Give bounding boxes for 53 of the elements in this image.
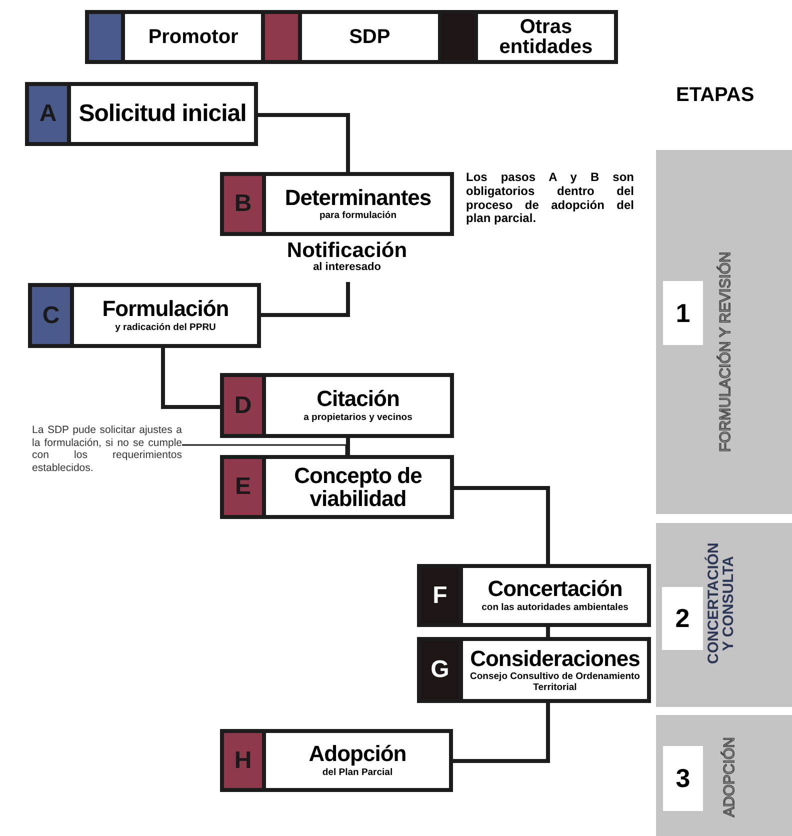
stage-band xyxy=(656,150,792,514)
step-letter: E xyxy=(224,459,266,515)
step-letter: A xyxy=(29,86,71,142)
section-heading: ETAPAS xyxy=(676,84,756,106)
stage-name: ADOPCIÓN xyxy=(722,736,739,820)
step-subtitle: al interesado xyxy=(312,261,382,273)
step-box xyxy=(220,455,454,519)
note-text: La SDP pude solicitar ajustes a la formulación, si no se cumple con los requerimientos establecidos. xyxy=(32,424,182,488)
step-title: Concertación xyxy=(488,577,622,601)
leader-line xyxy=(182,444,347,455)
step-box xyxy=(417,564,651,627)
step-subtitle: para formulación xyxy=(319,211,397,222)
stage-name: CONCERTACIÓN Y CONSULTA xyxy=(706,541,738,666)
stage-number: 3 xyxy=(663,746,703,811)
connector-line xyxy=(546,627,550,637)
step-title: Solicitud inicial xyxy=(78,101,246,127)
stage-name: FORMULACIÓN Y REVISIÓN xyxy=(718,250,735,454)
stage-number: 2 xyxy=(662,587,703,650)
step-letter: C xyxy=(32,287,74,344)
step-box xyxy=(220,373,454,438)
step-letter: B xyxy=(224,176,266,232)
step-title: Consideraciones xyxy=(470,646,640,670)
step-letter: G xyxy=(421,641,463,699)
step-box xyxy=(417,637,651,703)
step-letter: D xyxy=(224,377,266,434)
connector-line xyxy=(346,438,350,455)
step-title: Notificación xyxy=(286,240,408,261)
stage-band xyxy=(656,523,792,707)
step-title: Formulación xyxy=(102,297,229,321)
step-title: Adopción xyxy=(308,742,406,766)
step-box xyxy=(220,172,454,236)
legend-label: Otras entidades xyxy=(498,15,594,60)
connector-line xyxy=(261,282,350,317)
connector-line xyxy=(454,486,550,564)
stage-number: 1 xyxy=(663,281,703,345)
step-subtitle: a propietarios y vecinos xyxy=(304,412,412,424)
step-box xyxy=(220,729,453,792)
step-title: Determinantes xyxy=(284,186,432,210)
step-box xyxy=(28,283,261,348)
step-title: Concepto de viabilidad xyxy=(293,464,423,510)
step-subtitle: y radicación del PPRU xyxy=(115,322,216,334)
step-title: Citación xyxy=(316,387,400,411)
step-subtitle: Consejo Consultivo de Ordenamiento Territorial xyxy=(469,672,641,694)
connector-line xyxy=(258,113,350,172)
step-letter: F xyxy=(421,568,463,623)
connector-line xyxy=(453,703,550,763)
note-text: Los pasos A y B son obligatorios dentro del proceso de adopción del plan parcial. xyxy=(466,171,634,226)
step-subtitle: del Plan Parcial xyxy=(322,768,393,778)
stage-band xyxy=(656,715,792,836)
connector-line xyxy=(161,348,220,409)
step-subtitle: con las autoridades ambientales xyxy=(482,602,628,614)
step-letter: H xyxy=(224,733,266,788)
step-box xyxy=(25,82,258,146)
